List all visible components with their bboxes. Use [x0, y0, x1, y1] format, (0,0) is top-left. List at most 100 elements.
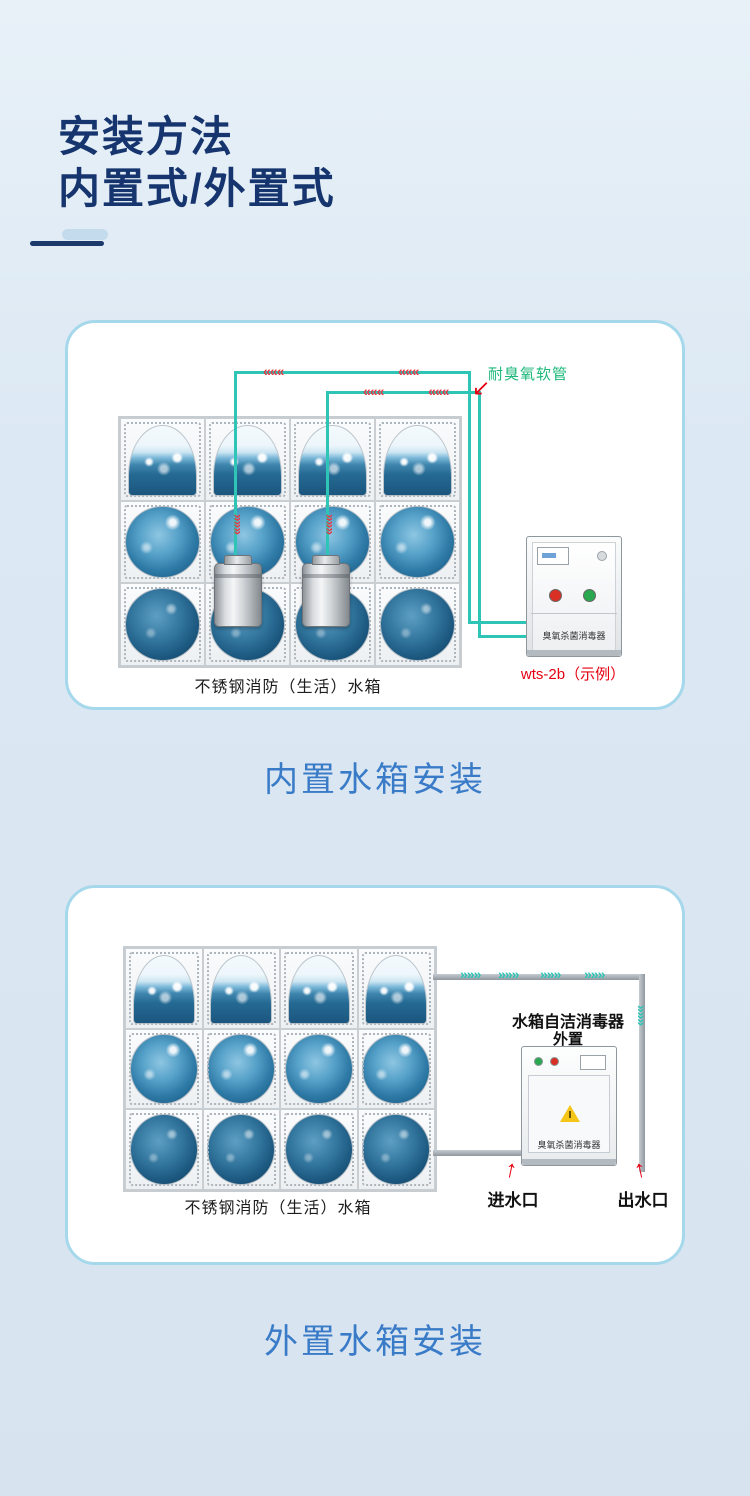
meter-display [580, 1055, 606, 1070]
tank-panel [375, 500, 460, 584]
flow-direction-icon: »»» [540, 966, 561, 982]
water-porthole [380, 588, 455, 661]
ozone-hose-segment [234, 371, 471, 374]
tank-panel [125, 1028, 203, 1110]
water-pipe-segment [639, 974, 645, 1172]
tank-panel [357, 948, 435, 1029]
tank-panel [375, 418, 460, 501]
water-arch [128, 424, 197, 496]
unit-base [522, 1159, 616, 1165]
ozone-hose-segment [326, 391, 481, 394]
ozone-hose-segment [326, 391, 329, 555]
flow-direction-icon: ««« [228, 514, 245, 536]
tank-label: 不锈钢消防（生活）水箱 [184, 1200, 372, 1217]
flow-direction-icon: ««« [428, 383, 449, 399]
flow-direction-icon: ««« [363, 383, 384, 399]
internal-install-caption: 内置水箱安装 [264, 761, 486, 799]
inlet-arrow-icon: ↑ [502, 1155, 520, 1184]
tank-panel [120, 583, 205, 666]
unit-base [527, 650, 621, 656]
green-button [583, 589, 596, 602]
external-install-card: »»» »»» »»» »»» »»» 水箱自洁消毒器 外置 臭氧杀菌消毒器 ↑… [65, 885, 685, 1265]
warning-triangle-icon [560, 1105, 580, 1122]
decor-dash-light [62, 229, 108, 240]
external-sterilizer-cabinet: 臭氧杀菌消毒器 [521, 1046, 617, 1166]
water-arch [213, 424, 282, 496]
water-tank [123, 946, 437, 1192]
water-pipe-segment [433, 1150, 525, 1156]
red-button [549, 589, 562, 602]
water-porthole [362, 1033, 431, 1105]
tank-panel [280, 1028, 358, 1110]
water-porthole [362, 1114, 431, 1186]
water-porthole [284, 1033, 353, 1105]
model-text: wts-2b（示例） [520, 666, 626, 683]
flow-direction-icon: ««« [320, 514, 337, 536]
page-title: 安装方法 [58, 113, 235, 160]
tank-panel [202, 1109, 280, 1190]
ozone-sterilizer-unit: 臭氧杀菌消毒器 [526, 536, 622, 657]
water-arch [383, 424, 452, 496]
water-pipe-segment [433, 974, 645, 980]
water-arch [365, 954, 428, 1024]
hose-label: 耐臭氧软管 [488, 366, 569, 383]
sterilizer-label: 臭氧杀菌消毒器 [537, 1140, 601, 1150]
water-porthole [380, 505, 455, 579]
ozone-hose-segment [468, 371, 471, 623]
flow-direction-icon: ««« [398, 363, 419, 379]
water-porthole [129, 1033, 198, 1105]
status-lamp-green [534, 1057, 543, 1066]
tank-panel [205, 418, 290, 501]
water-arch [298, 424, 367, 496]
water-porthole [207, 1033, 276, 1105]
ozone-hose-segment [478, 635, 528, 638]
inlet-label: 进水口 [487, 1191, 539, 1210]
water-tank [118, 416, 462, 668]
outlet-arrow-icon: ↑ [631, 1155, 649, 1184]
tank-panel [357, 1028, 435, 1110]
water-porthole [125, 505, 200, 579]
decor-dash-dark [30, 241, 104, 246]
external-unit-title: 水箱自洁消毒器 [511, 1014, 624, 1031]
water-arch [210, 954, 273, 1024]
tank-panel [125, 948, 203, 1029]
water-porthole [125, 588, 200, 661]
tank-panel [202, 1028, 280, 1110]
water-porthole [207, 1114, 276, 1186]
indicator-light [597, 551, 607, 561]
tank-panel [375, 583, 460, 666]
tank-panel [280, 1109, 358, 1190]
external-unit-subtitle: 外置 [552, 1031, 583, 1048]
control-display [537, 547, 569, 565]
tank-panel [357, 1109, 435, 1190]
tank-panel [202, 948, 280, 1029]
tank-panel [280, 948, 358, 1029]
submersible-diffuser [214, 555, 262, 627]
ozone-hose-segment [478, 391, 481, 637]
tank-panel [120, 418, 205, 501]
status-lamp-red [550, 1057, 559, 1066]
flow-direction-icon: »»» [460, 966, 481, 982]
external-install-caption: 外置水箱安装 [264, 1323, 486, 1361]
ozone-hose-segment [234, 371, 237, 555]
flow-direction-icon: »»» [634, 1004, 651, 1026]
flow-direction-icon: »»» [498, 966, 519, 982]
tank-panel [120, 500, 205, 584]
outlet-label: 出水口 [617, 1191, 669, 1210]
tank-panel [125, 1109, 203, 1190]
water-porthole [129, 1114, 198, 1186]
water-arch [132, 954, 195, 1024]
page-subtitle: 内置式/外置式 [58, 165, 336, 212]
tank-label: 不锈钢消防（生活）水箱 [194, 679, 382, 696]
water-porthole [284, 1114, 353, 1186]
flow-direction-icon: ««« [263, 363, 284, 379]
tank-panel [290, 418, 375, 501]
hose-pointer-icon: ↙ [472, 375, 491, 400]
flow-direction-icon: »»» [584, 966, 605, 982]
panel-seam [531, 613, 617, 614]
ozone-hose-segment [468, 621, 528, 624]
sterilizer-label: 臭氧杀菌消毒器 [542, 631, 606, 641]
water-arch [287, 954, 350, 1024]
submersible-diffuser [302, 555, 350, 627]
